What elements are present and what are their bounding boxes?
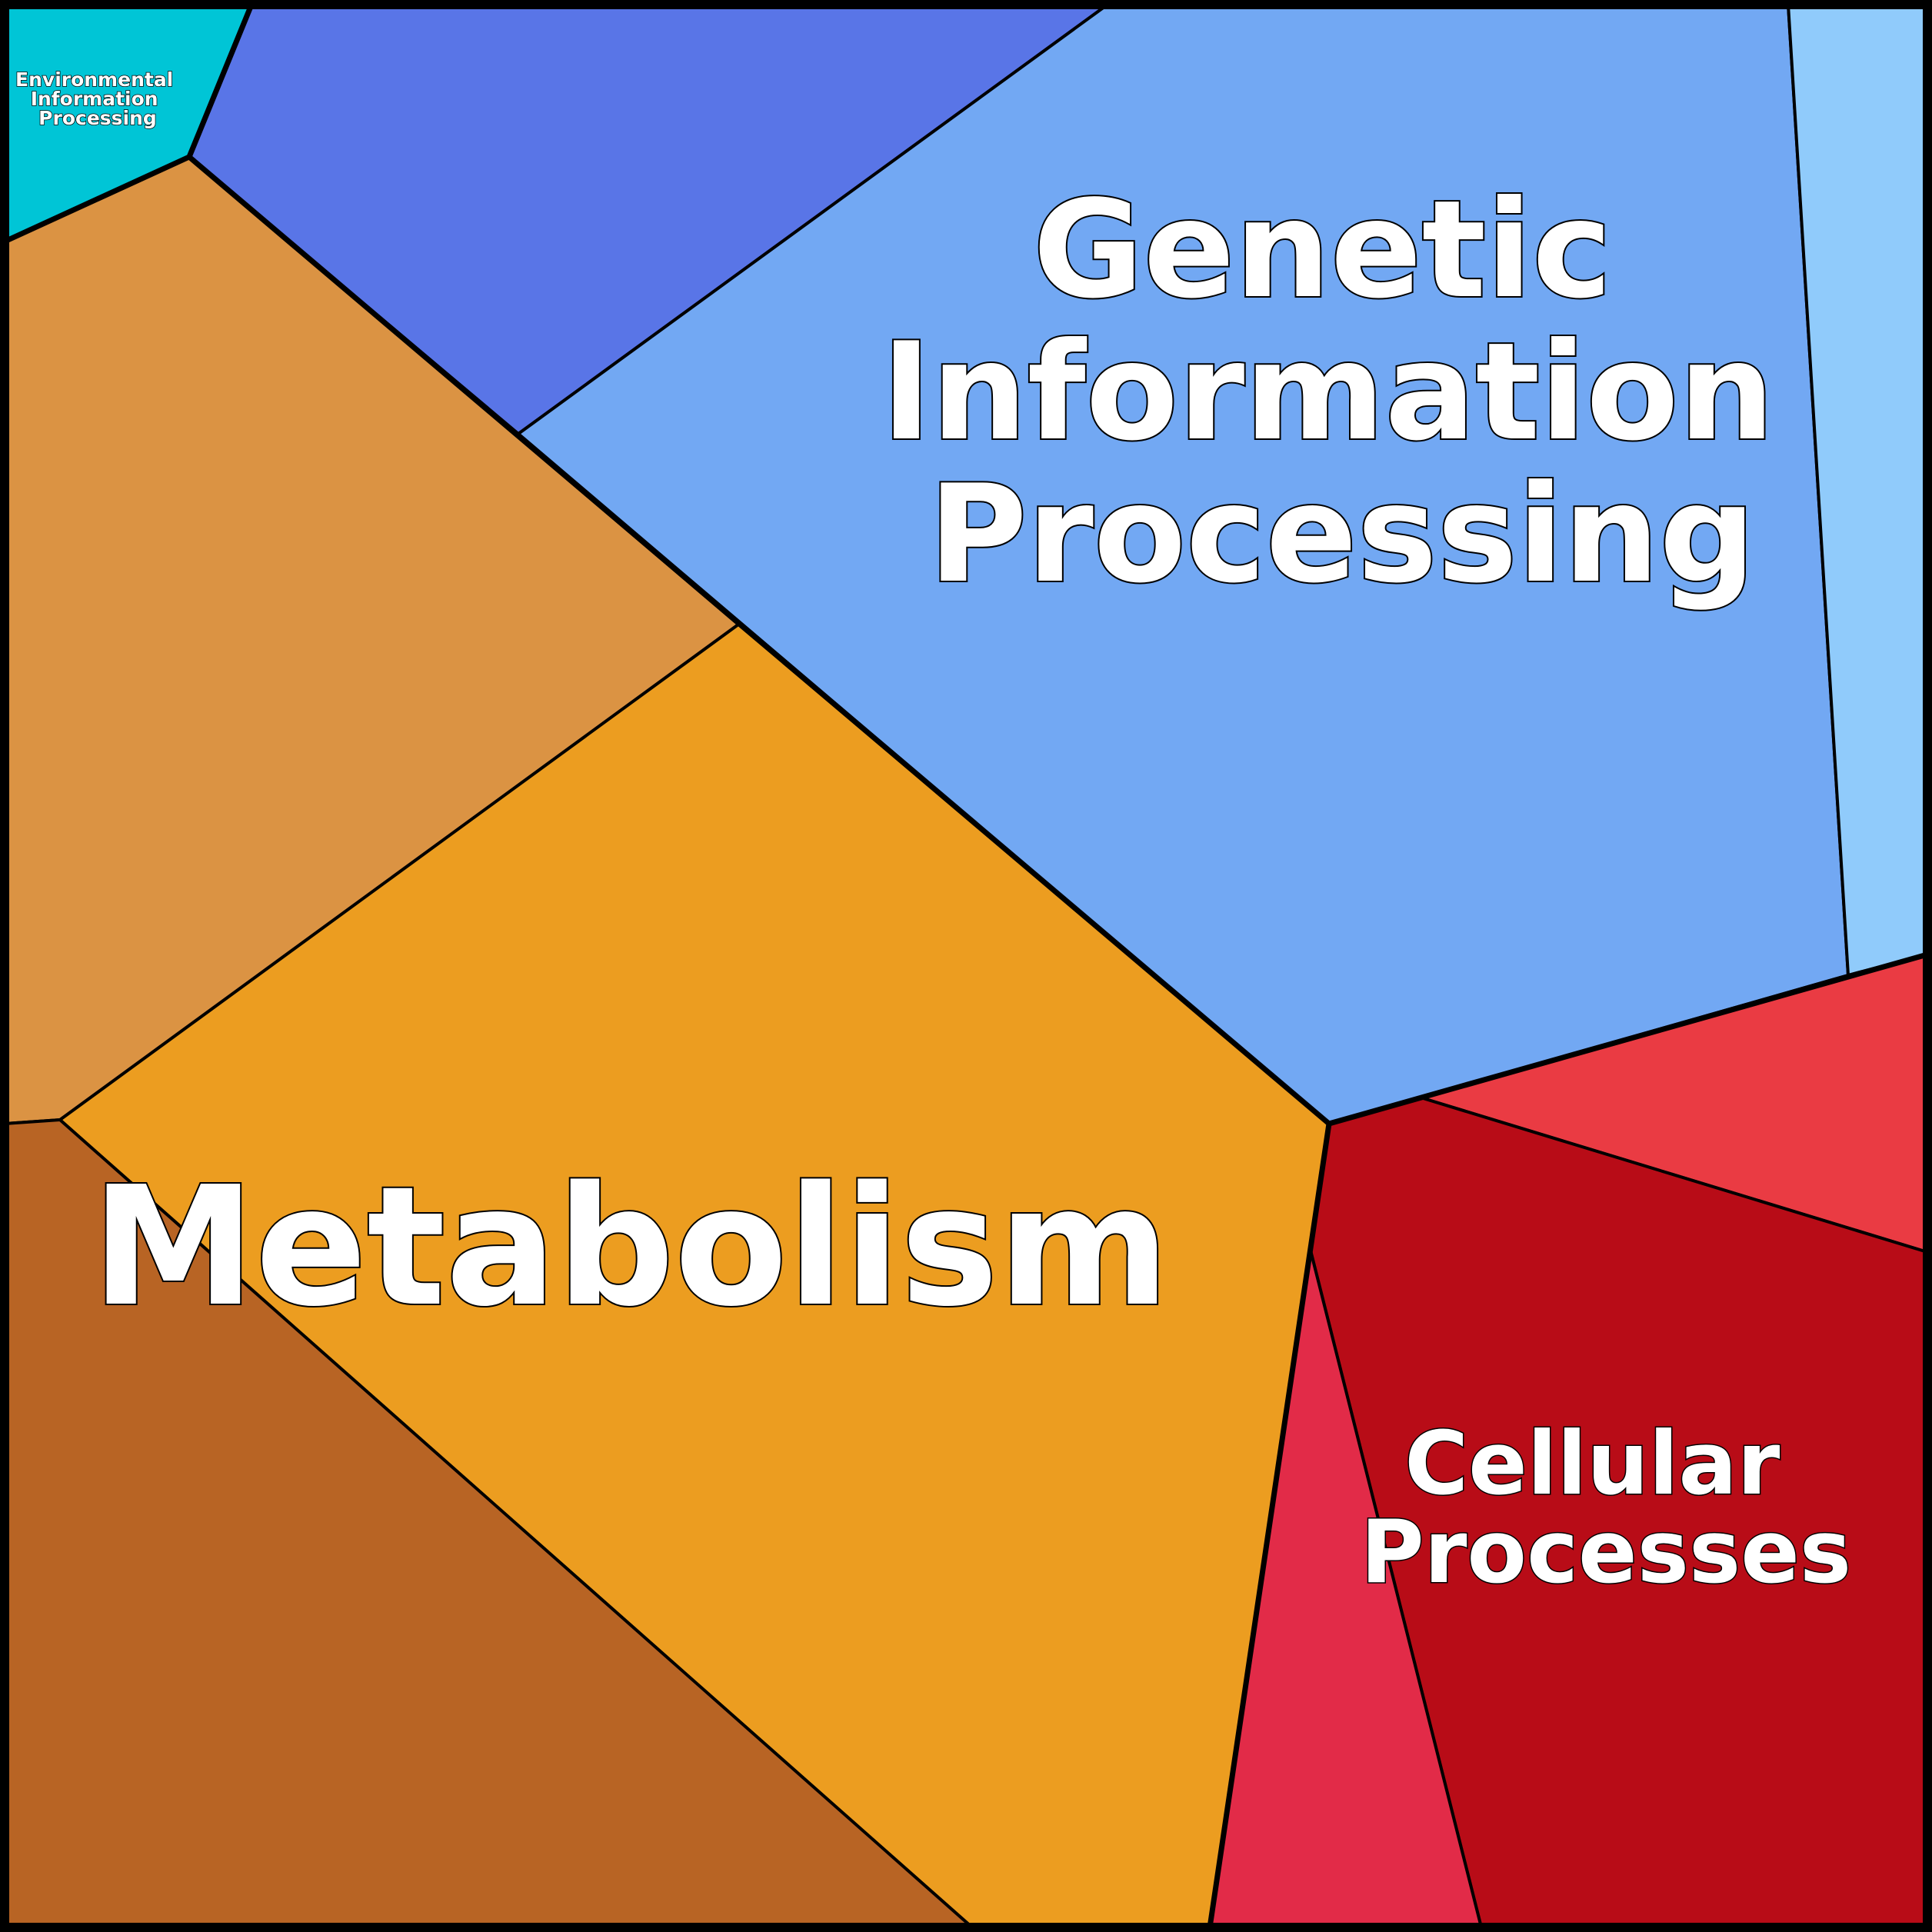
label-metabolism: Metabolism <box>92 1151 1170 1343</box>
label-cellular-line-2: Processes <box>1361 1501 1851 1603</box>
label-genetic: Genetic Information Processing <box>881 172 1821 613</box>
boundary-metabolism-cellular <box>1207 1123 1332 1928</box>
label-metabolism-line-1: Metabolism <box>92 1151 1170 1343</box>
label-cellular-line-1: Cellular <box>1404 1413 1780 1514</box>
label-environmental-line-2: Information <box>31 88 158 110</box>
label-environmental: Environmental Information Processing <box>15 68 180 129</box>
label-genetic-line-3: Processing <box>928 457 1755 613</box>
boundary-metabolism-genetic <box>187 155 1331 1126</box>
label-genetic-line-1: Genetic <box>1033 172 1612 328</box>
label-cellular: Cellular Processes <box>1361 1413 1851 1603</box>
label-environmental-line-1: Environmental <box>15 68 173 91</box>
label-environmental-line-3: Processing <box>38 107 157 129</box>
boundary-genetic-cellular <box>1328 951 1928 1127</box>
label-genetic-line-2: Information <box>881 315 1774 471</box>
